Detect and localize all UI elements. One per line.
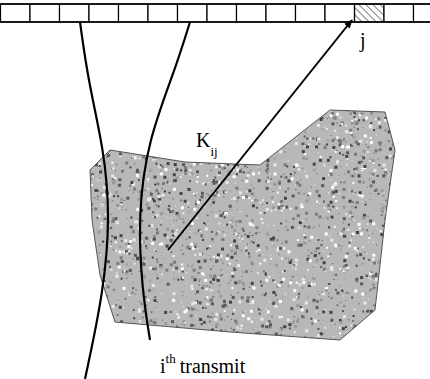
ordinal-suffix: th: [166, 352, 176, 365]
beam-edge: [140, 22, 190, 340]
transmit-label: transmit: [180, 356, 246, 376]
kernel-label: K: [196, 130, 210, 150]
kernel-subscript: ij: [210, 145, 217, 158]
element-label: j: [360, 30, 366, 50]
transducer-array: [0, 4, 430, 22]
tissue-region: [88, 108, 401, 346]
beam-edge: [80, 22, 108, 379]
propagation-arrow: [168, 20, 352, 250]
transmit-index: i: [160, 356, 166, 376]
